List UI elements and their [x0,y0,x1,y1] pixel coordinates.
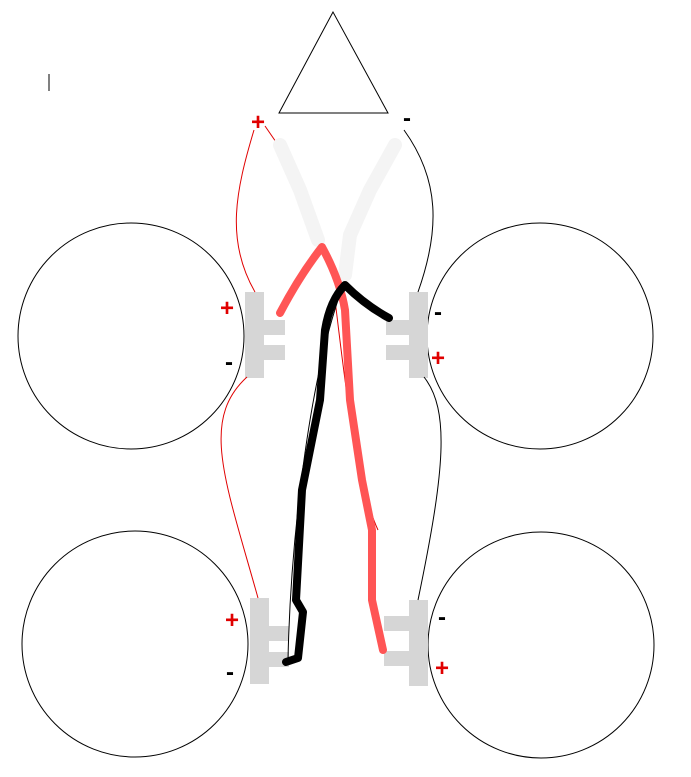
top-right-minus-label: - [434,299,442,326]
amp-minus-label: - [403,105,411,132]
terminal-bottom-left [250,598,289,684]
speaker-top-right [426,222,654,450]
wire-amp-plus-stub [264,125,277,143]
bottom-left-minus-label: - [226,659,234,686]
ghost-stroke-right [338,138,402,282]
speaker-top-left [17,222,245,450]
wire-amp-minus-to-top-right [403,129,434,293]
amp-plus-label: + [251,109,265,136]
speaker-bottom-right [427,531,655,759]
thick-negative-wire [282,281,393,666]
wire-top-left-to-bottom-left [220,376,259,599]
terminal-bottom-right [384,600,428,686]
bottom-right-plus-label: + [435,655,449,682]
terminal-top-left [245,292,285,378]
ghost-stroke-left [273,138,325,247]
wire-amp-plus-to-top-left [235,129,256,293]
top-left-minus-label: - [225,349,233,376]
bottom-right-minus-label: - [438,604,446,631]
terminal-top-right [386,292,428,378]
wire-top-right-to-bottom-right [417,376,442,601]
thick-positive-wire [276,243,387,654]
wire-thin-cross-red [334,299,379,531]
top-right-plus-label: + [431,345,445,372]
amplifier-triangle [278,10,389,114]
speaker-bottom-left [21,530,249,758]
top-left-plus-label: + [220,295,234,322]
bottom-left-plus-label: + [225,607,239,634]
